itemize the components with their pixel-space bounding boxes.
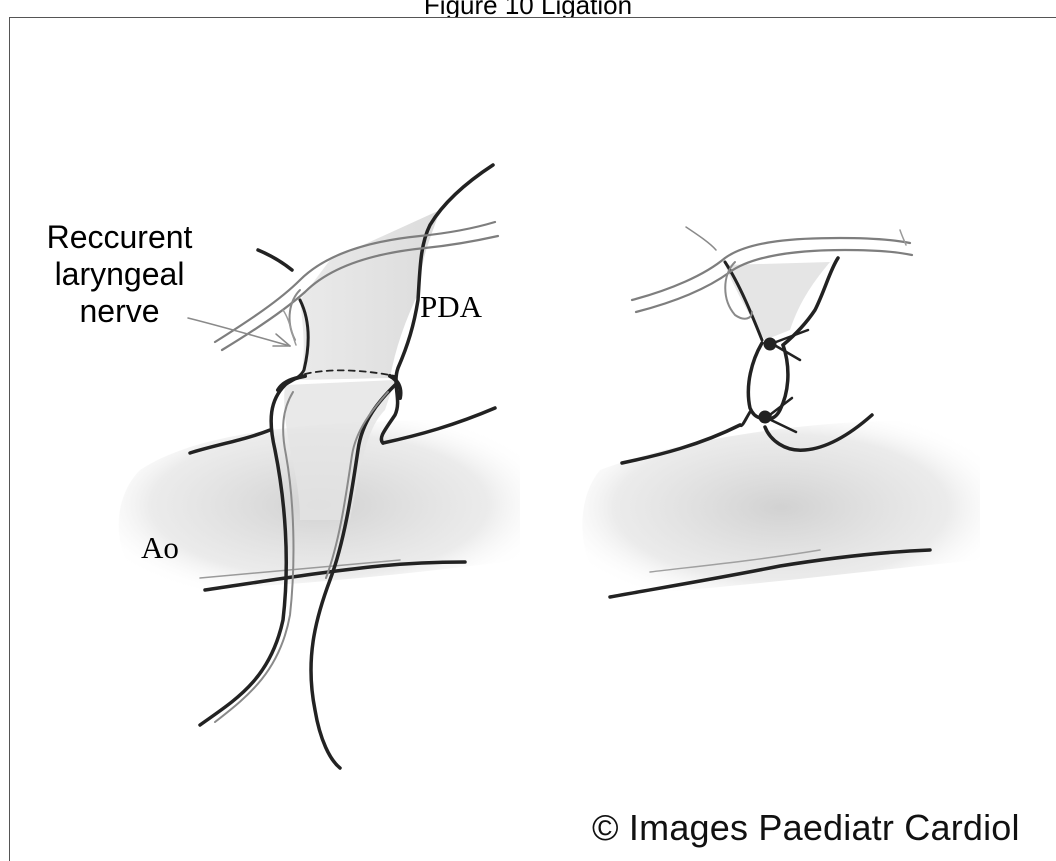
copyright-notice: © Images Paediatr Cardiol <box>592 807 1020 849</box>
pda-label: PDA <box>420 290 482 324</box>
aorta-label: Ao <box>141 531 179 565</box>
recurrent-laryngeal-nerve-label: Reccurent laryngeal nerve <box>26 219 213 330</box>
ligated-duct-shading <box>725 262 830 340</box>
nerve-label-line-1: Reccurent <box>26 219 213 256</box>
nerve-label-line-2: laryngeal <box>26 256 213 293</box>
nerve-label-line-3: nerve <box>26 293 213 330</box>
